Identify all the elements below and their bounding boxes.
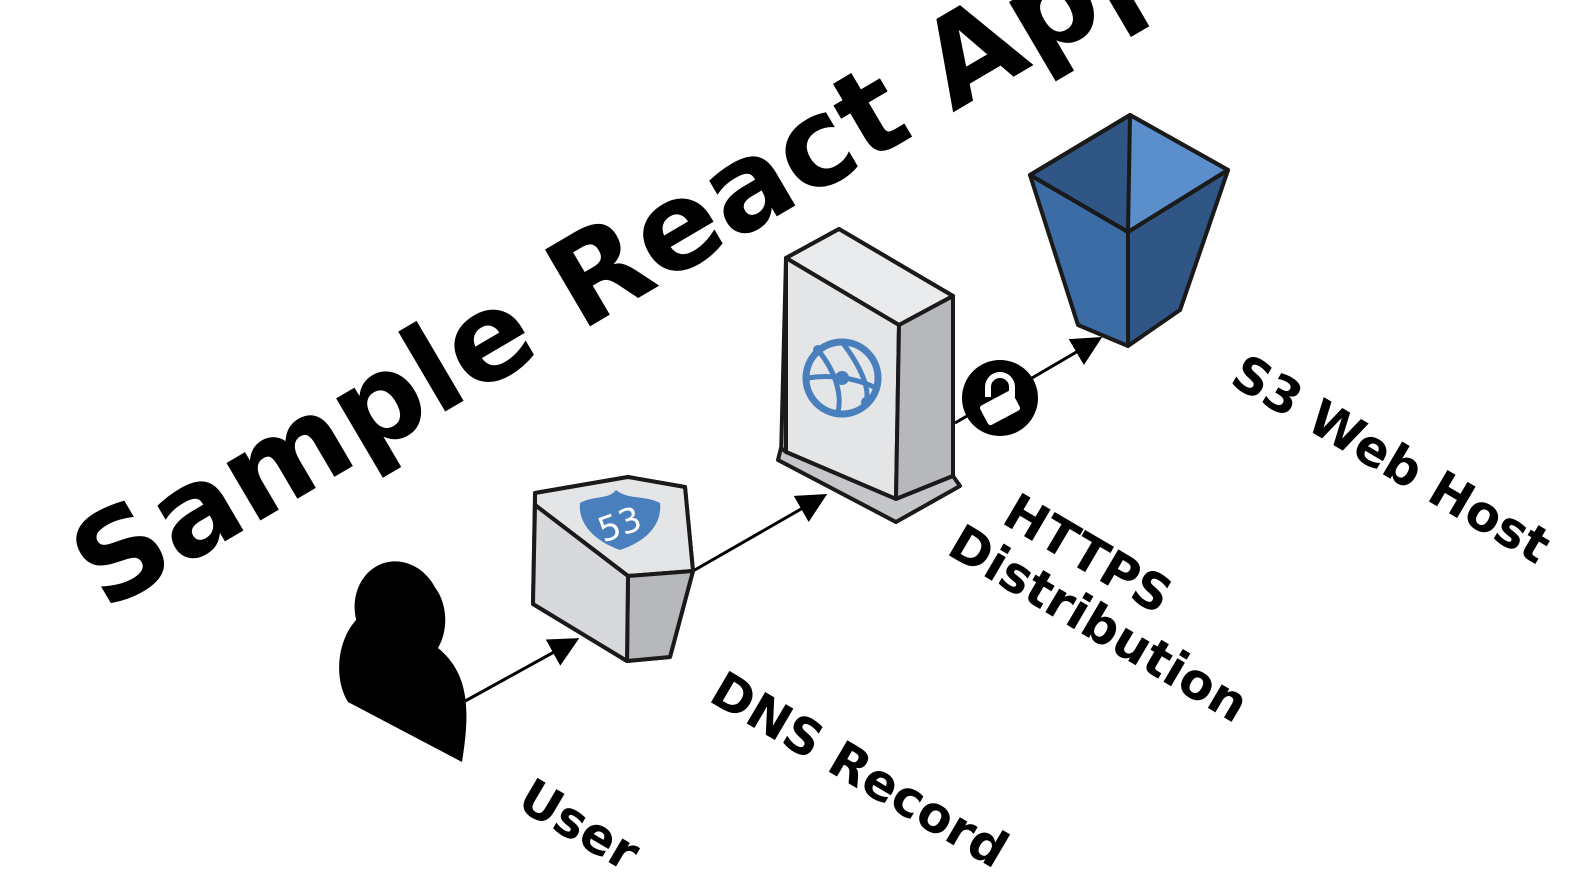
s3-web-host-label: S3 Web Host [1222,343,1560,575]
padlock-icon [962,360,1038,436]
s3-bucket-icon [1028,113,1230,348]
cloudfront-server-icon [776,227,962,524]
user-silhouette-icon [339,561,467,762]
route53-icon: 53 [531,475,695,663]
cloudfront-globe-icon [802,338,882,418]
connector-user-dns [457,638,580,707]
user-label: User [509,767,650,883]
connector-dns-distribution [692,494,828,573]
route53-shield-badge: 53 [579,490,661,551]
dns-record-label: DNS Record [701,660,1018,879]
